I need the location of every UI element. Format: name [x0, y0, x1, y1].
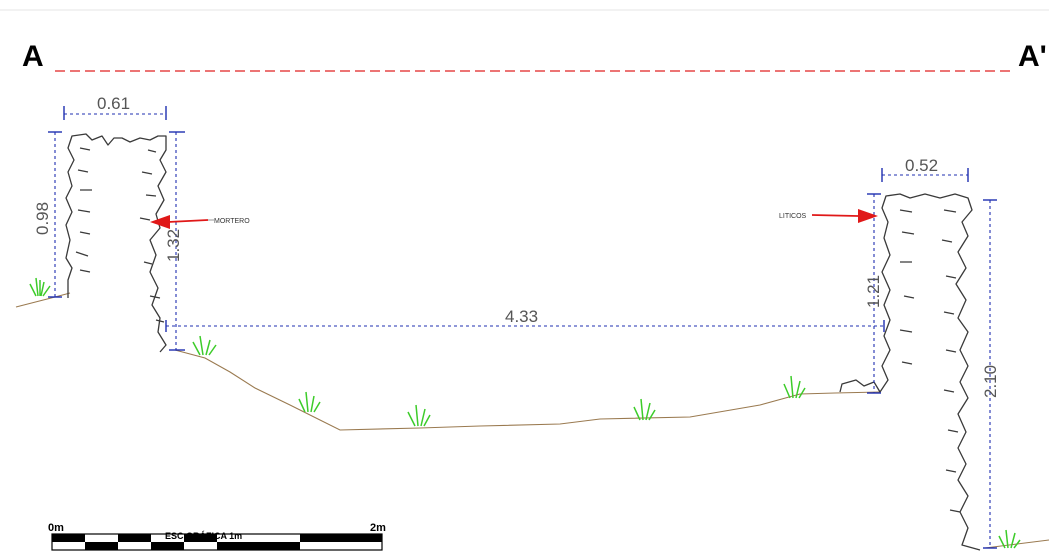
scale-bar	[51, 533, 383, 551]
right-wall-outline	[839, 193, 981, 551]
annotation-label-liticos: LITICOS	[779, 213, 807, 220]
section-label-end: A'	[1018, 40, 1047, 73]
scale-title: ESC GRÁFICA 1m	[165, 531, 242, 541]
annotation-arrow-right	[811, 209, 878, 223]
dim-right-inner-height: 1.21	[864, 275, 883, 308]
dim-right-outer-height: 2.10	[981, 365, 1000, 398]
left-wall-stones	[75, 147, 165, 323]
dim-left-outer-height: 0.98	[33, 202, 52, 235]
section-label-start: A	[22, 40, 44, 73]
ground-profile	[15, 292, 1049, 549]
scale-label-start: 0m	[48, 522, 64, 534]
vegetation-tufts	[29, 277, 1021, 549]
dim-left-inner-height: 1.32	[164, 229, 183, 262]
scale-label-end: 2m	[370, 522, 386, 534]
dimension-lines	[48, 106, 997, 549]
annotation-label-mortero: MORTERO	[214, 218, 250, 225]
dim-interior-span: 4.33	[505, 307, 538, 326]
dim-right-top-width: 0.52	[905, 156, 938, 175]
annotation-arrow-left	[150, 215, 214, 229]
left-wall-outline	[65, 133, 167, 353]
dim-left-top-width: 0.61	[97, 94, 130, 113]
right-wall-stones	[899, 209, 961, 513]
